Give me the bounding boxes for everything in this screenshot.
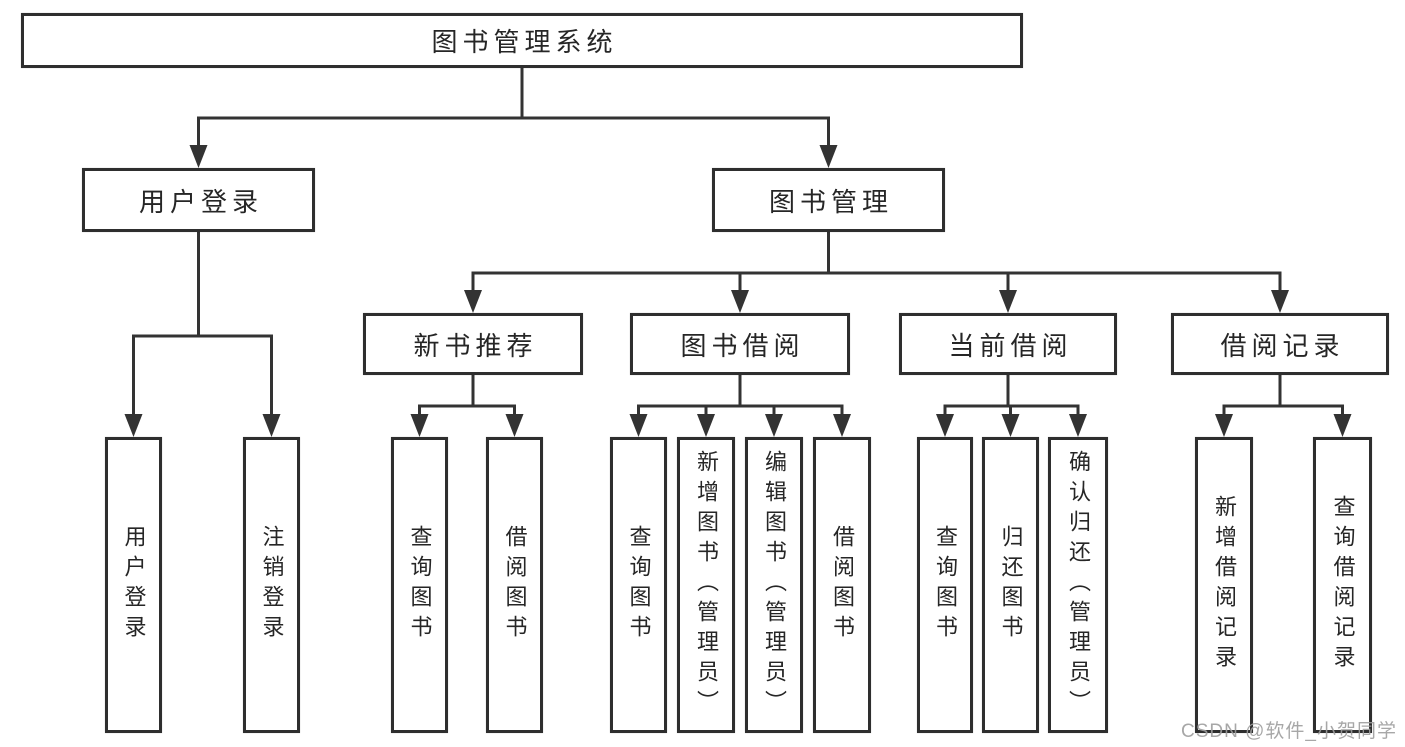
node-edit-book-admin: 编辑图书（管理员）	[745, 437, 803, 733]
node-borrowing-records: 借阅记录	[1171, 313, 1389, 375]
node-query-books-2: 查询图书	[610, 437, 667, 733]
arrowhead-icon	[124, 414, 143, 437]
arrowhead-icon	[1333, 414, 1352, 437]
node-borrow-books-1: 借阅图书	[486, 437, 543, 733]
node-confirm-return-admin: 确认归还（管理员）	[1048, 437, 1108, 733]
node-book-management: 图书管理	[712, 168, 945, 232]
arrowhead-icon	[464, 290, 482, 313]
node-add-book-admin: 新增图书（管理员）	[677, 437, 735, 733]
watermark: CSDN @软件_小贺同学	[1181, 721, 1397, 742]
node-book-borrowing: 图书借阅	[630, 313, 850, 375]
arrowhead-icon	[833, 414, 851, 437]
arrowhead-icon	[697, 414, 715, 437]
arrowhead-icon	[262, 414, 281, 437]
node-user-login: 用户登录	[82, 168, 315, 232]
arrowhead-icon	[1069, 414, 1087, 437]
arrowhead-icon	[999, 290, 1017, 313]
arrowhead-icon	[765, 414, 783, 437]
node-query-borrow-record: 查询借阅记录	[1313, 437, 1372, 733]
node-new-book-recommendation: 新书推荐	[363, 313, 583, 375]
arrowhead-icon	[1215, 414, 1233, 437]
arrowhead-icon	[731, 290, 749, 313]
node-library-management-system: 图书管理系统	[21, 13, 1023, 68]
node-query-books-3: 查询图书	[917, 437, 973, 733]
arrowhead-icon	[505, 414, 524, 437]
node-logout: 注销登录	[243, 437, 300, 733]
arrowhead-icon	[819, 145, 838, 168]
arrowhead-icon	[189, 145, 208, 168]
arrowhead-icon	[936, 414, 954, 437]
node-query-books-1: 查询图书	[391, 437, 448, 733]
arrowhead-icon	[1271, 290, 1289, 313]
node-user-login-action: 用户登录	[105, 437, 162, 733]
node-borrow-books-2: 借阅图书	[813, 437, 871, 733]
arrowhead-icon	[1001, 414, 1020, 437]
arrowhead-icon	[629, 414, 648, 437]
node-return-books: 归还图书	[982, 437, 1039, 733]
arrowhead-icon	[410, 414, 429, 437]
node-add-borrow-record: 新增借阅记录	[1195, 437, 1253, 733]
node-current-borrowing: 当前借阅	[899, 313, 1117, 375]
